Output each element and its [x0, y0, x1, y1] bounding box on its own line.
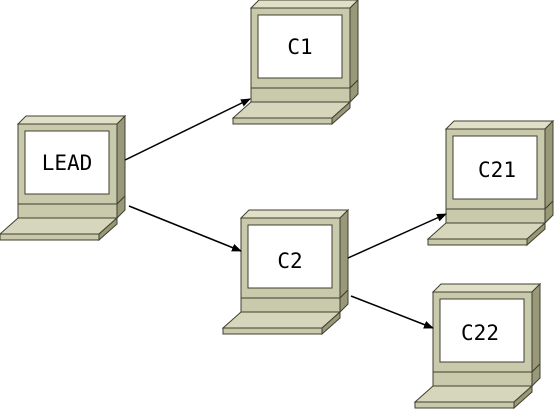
- node-c21: C21: [426, 119, 555, 247]
- node-label-c22: C22: [461, 321, 499, 345]
- node-c2: C2: [221, 208, 350, 336]
- node-label-c21: C21: [478, 158, 516, 182]
- edge-c2-to-c22: [350, 295, 434, 329]
- node-c22: C22: [413, 282, 542, 410]
- node-lead: LEAD: [0, 114, 127, 242]
- computer-icon: [221, 208, 350, 336]
- node-label-c2: C2: [277, 249, 302, 273]
- edge-lead-to-c1: [124, 98, 251, 161]
- computer-icon: [0, 114, 127, 242]
- computer-icon: [413, 282, 542, 410]
- node-c1: C1: [231, 0, 359, 126]
- computer-icon: [231, 0, 359, 126]
- node-label-lead: LEAD: [42, 151, 93, 175]
- edge-lead-to-c2: [128, 205, 242, 252]
- computer-icon: [426, 119, 555, 247]
- edge-c2-to-c21: [347, 213, 447, 259]
- node-label-c1: C1: [287, 35, 312, 59]
